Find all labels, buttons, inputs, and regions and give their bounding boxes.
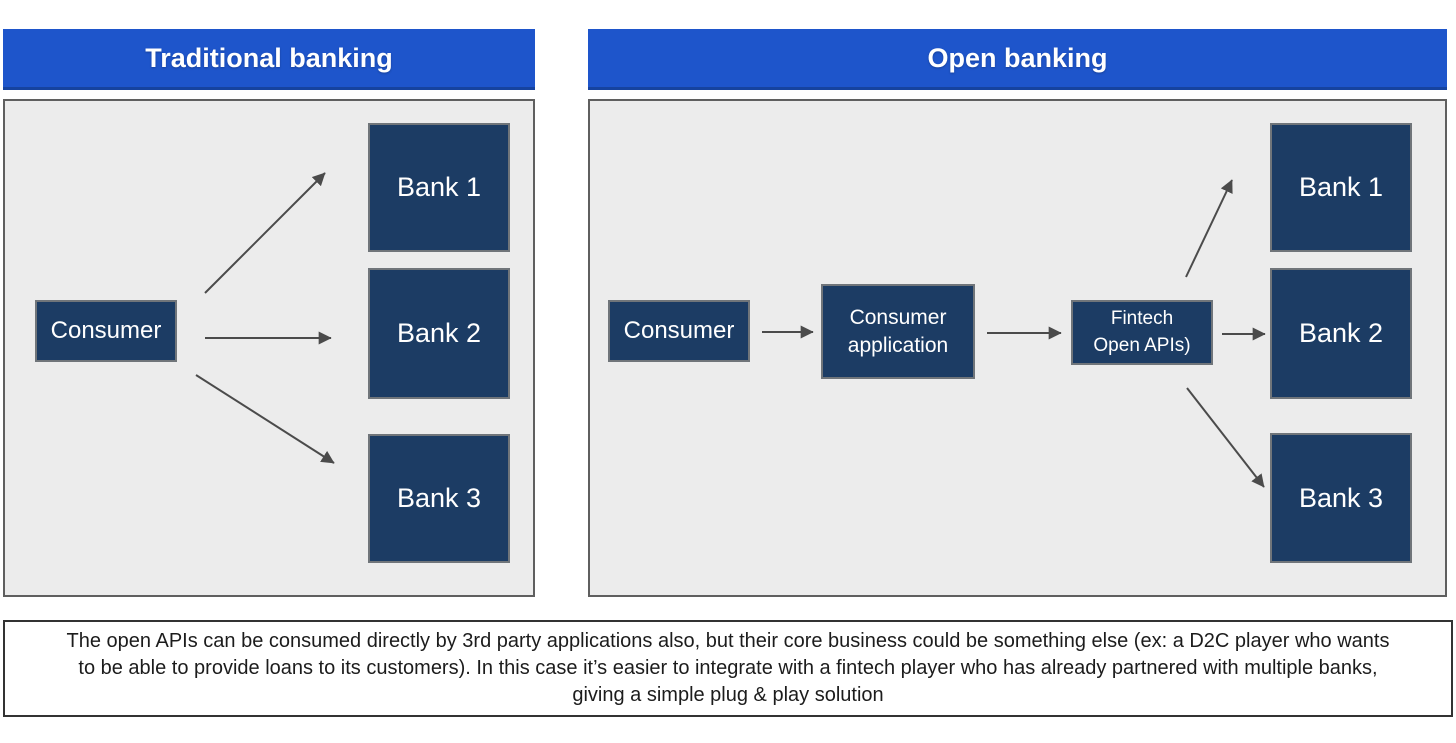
footer-note: The open APIs can be consumed directly b… <box>3 620 1453 717</box>
traditional-bank-2-node: Bank 2 <box>368 268 510 399</box>
open-bank-2-node: Bank 2 <box>1270 268 1412 399</box>
open-consumer-node: Consumer <box>608 300 750 362</box>
footer-note-line2: to be able to provide loans to its custo… <box>78 657 1378 679</box>
open-bank-3-node: Bank 3 <box>1270 433 1412 563</box>
consumer-application-node: Consumer application <box>821 284 975 379</box>
footer-note-line3: giving a simple plug & play solution <box>572 684 884 706</box>
traditional-bank-1-node: Bank 1 <box>368 123 510 252</box>
open-bank-1-node: Bank 1 <box>1270 123 1412 252</box>
fintech-label-line2: Open APIs) <box>1093 334 1191 356</box>
consumer-application-label-line1: Consumer <box>849 305 947 329</box>
traditional-bank-3-node: Bank 3 <box>368 434 510 563</box>
footer-note-line1: The open APIs can be consumed directly b… <box>66 630 1390 652</box>
traditional-consumer-node: Consumer <box>35 300 177 362</box>
consumer-application-label-line2: application <box>847 333 949 357</box>
traditional-banking-header: Traditional banking <box>3 29 535 90</box>
open-banking-header: Open banking <box>588 29 1447 90</box>
fintech-open-apis-node: Fintech Open APIs) <box>1071 300 1213 365</box>
fintech-label-line1: Fintech <box>1110 308 1174 330</box>
